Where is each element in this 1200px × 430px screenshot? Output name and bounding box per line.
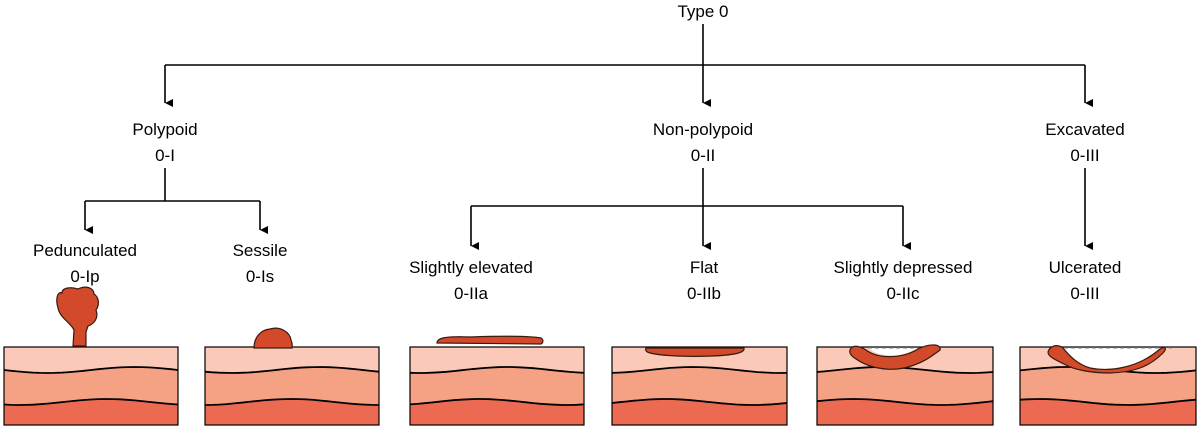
lesion-slightly-elevated <box>436 335 544 345</box>
subtype-flat-code: 0-IIb <box>687 284 721 303</box>
subtype-pedunculated-name: Pedunculated <box>33 241 137 260</box>
subtype-slightly-elevated-name: Slightly elevated <box>409 258 533 277</box>
category-polypoid-code: 0-I <box>155 146 175 165</box>
subtype-slightly-elevated-code: 0-IIa <box>454 284 489 303</box>
lesion-slightly-depressed <box>849 344 941 370</box>
subtype-ulcerated-code: 0-III <box>1070 284 1099 303</box>
root-label: Type 0 <box>677 2 728 21</box>
lesion-pedunculated <box>56 286 99 347</box>
subtype-sessile-code: 0-Is <box>246 267 274 286</box>
subtype-flat-name: Flat <box>690 258 719 277</box>
category-nonpolypoid-name: Non-polypoid <box>653 120 753 139</box>
tissue-panels <box>3 346 1197 426</box>
lesion-ulcerated <box>1047 345 1172 374</box>
subtype-slightly-depressed-code: 0-IIc <box>886 284 920 303</box>
lesion-sessile <box>253 327 293 349</box>
tissue-panel <box>816 346 994 426</box>
tissue-panel <box>204 346 380 426</box>
tree-connectors <box>84 24 1093 250</box>
subtype-sessile-name: Sessile <box>233 241 288 260</box>
subtype-ulcerated-name: Ulcerated <box>1049 258 1122 277</box>
subtype-slightly-depressed-name: Slightly depressed <box>834 258 973 277</box>
tissue-panel <box>409 346 585 426</box>
subtype-pedunculated-code: 0-Ip <box>70 267 99 286</box>
tissue-panel <box>611 346 788 426</box>
lesion-flat <box>645 347 745 357</box>
category-excavated-name: Excavated <box>1045 120 1124 139</box>
category-polypoid-name: Polypoid <box>132 120 197 139</box>
category-excavated-code: 0-III <box>1070 146 1099 165</box>
tissue-panel <box>3 346 179 426</box>
category-nonpolypoid-code: 0-II <box>691 146 716 165</box>
